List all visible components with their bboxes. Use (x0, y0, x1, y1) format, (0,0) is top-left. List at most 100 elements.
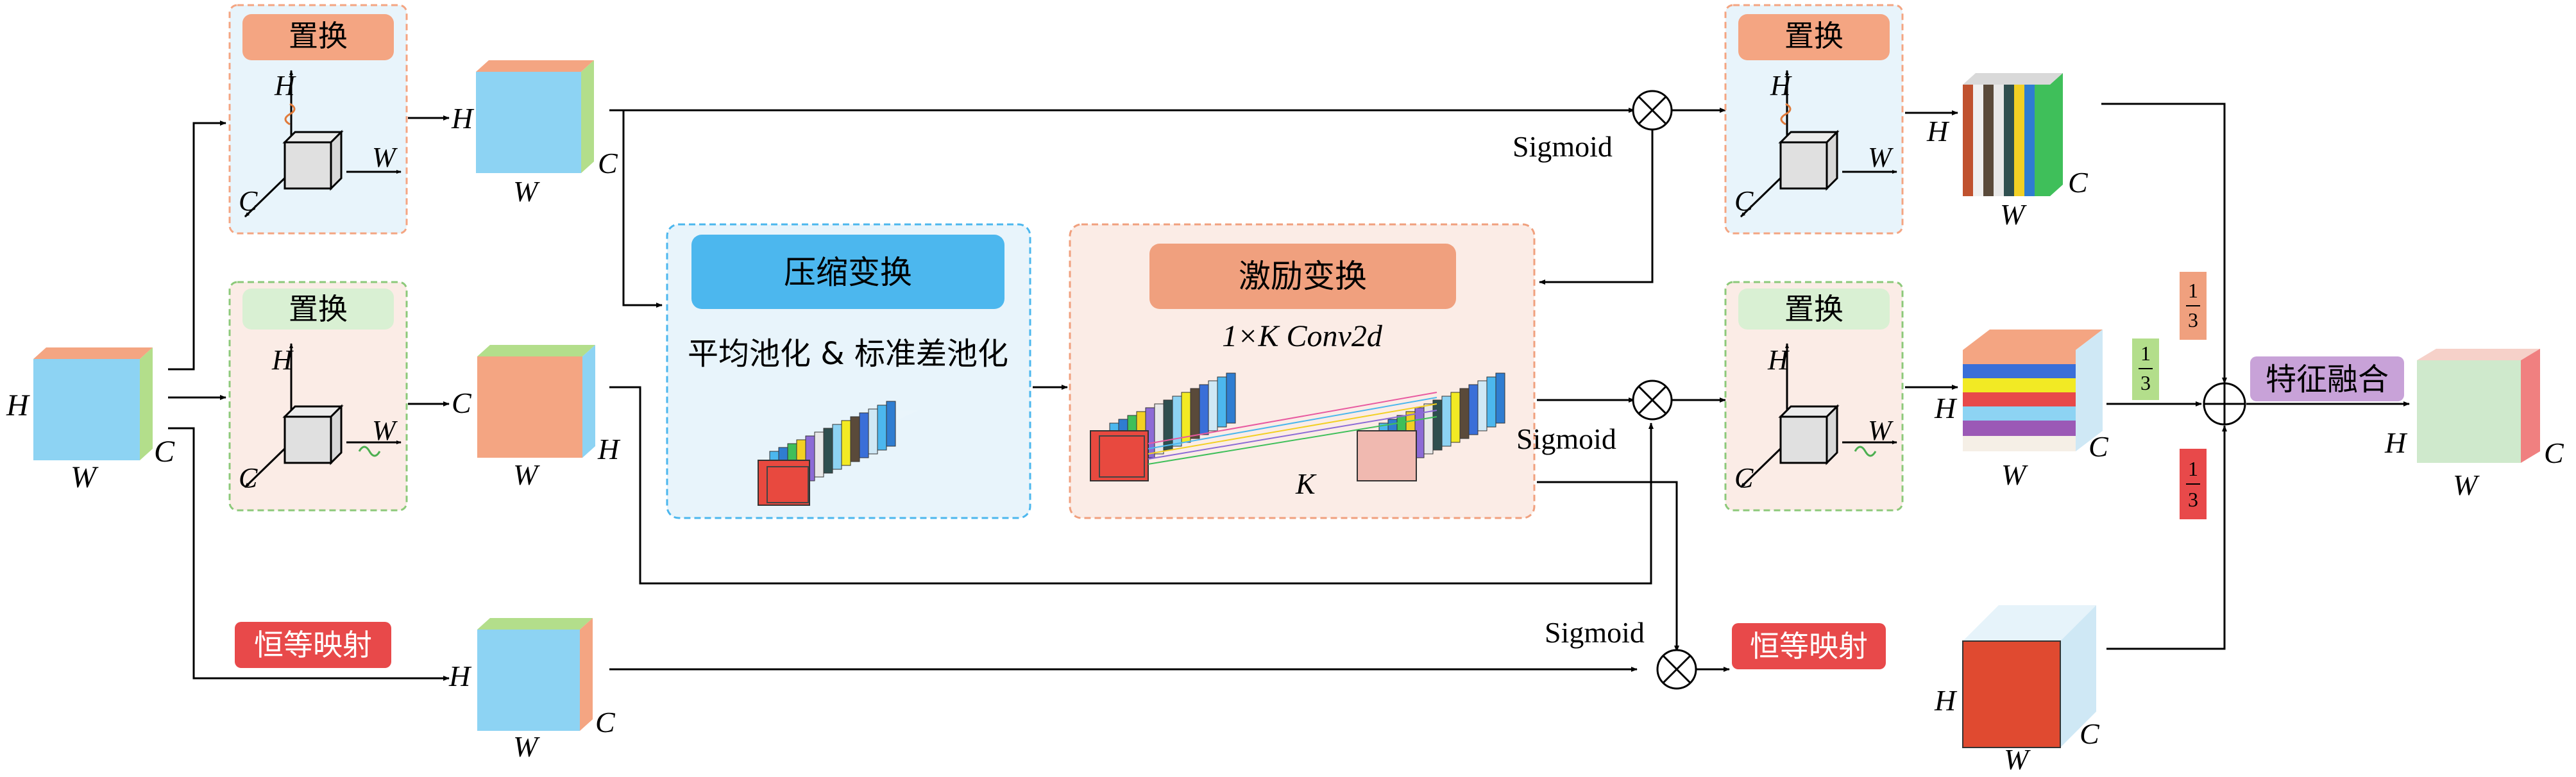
permute-mid-c: C (239, 462, 258, 494)
cube-bot-c: C (595, 706, 616, 739)
channel-slice (1217, 376, 1227, 428)
output-w-label: W (2453, 469, 2480, 501)
channel-slice (1441, 396, 1452, 447)
permute-title-middle-right-text: 置换 (1784, 292, 1843, 326)
channel-slice (1181, 392, 1191, 443)
fusion-tag: 特征融合 (2250, 356, 2404, 401)
flow-lines (609, 103, 2410, 672)
permute-box-middle: 置换 H W C (228, 281, 408, 512)
cube-branch-middle: C W H (452, 345, 621, 491)
input-h-label: H (6, 388, 30, 422)
rotation-arrow-icon (1780, 103, 1792, 126)
pooling-label: 平均池化 & 标准差池化 (688, 336, 1008, 372)
excite-input-stack (1090, 372, 1236, 481)
channel-slice (877, 405, 887, 451)
permute-box-top: 置换 H W C (228, 4, 408, 235)
channel-slice (1226, 372, 1236, 424)
weight-badge-middle: 1 3 (2132, 338, 2159, 400)
cube-bot-w: W (513, 730, 540, 763)
permute-title-top-right-text: 置换 (1784, 19, 1843, 53)
channel-slice (823, 428, 833, 474)
cube-mid-w: W (513, 458, 540, 491)
svg-text:3: 3 (2140, 371, 2151, 394)
permute-top-c: C (239, 185, 258, 217)
squeeze-box: 压缩变换 平均池化 & 标准差池化 (666, 223, 1031, 519)
stack-top-c: C (2068, 166, 2089, 199)
output-stack-middle: H W C (1934, 330, 2109, 491)
channel-slice (1199, 384, 1209, 435)
input-branch-arrows (168, 121, 450, 681)
permute-title-middle (242, 288, 394, 330)
channel-slice (868, 408, 878, 455)
identity-tag-right-text: 恒等映射 (1750, 629, 1868, 664)
permute-box-top-right: 置换 H W C (1724, 4, 1904, 235)
svg-text:1: 1 (2188, 279, 2198, 302)
stack-mid-w: W (2001, 458, 2028, 491)
identity-tag-right: 恒等映射 (1732, 623, 1886, 669)
kernel-connection-lines (1148, 392, 1437, 465)
permute-mid-w: W (372, 415, 398, 446)
k-label: K (1295, 467, 1317, 500)
permute-title-middle-right (1738, 288, 1890, 330)
channel-slice (1495, 372, 1505, 424)
axis-cube-icon (244, 70, 402, 218)
multiply-circle-icon (1632, 380, 1673, 421)
output-c-label: C (2544, 437, 2564, 469)
channel-slice (1450, 392, 1461, 443)
permute-title-top-text: 置换 (289, 19, 348, 53)
cube-top-c: C (598, 147, 618, 180)
sigmoid-label-middle: Sigmoid (1516, 422, 1616, 455)
permute-box-middle-right: 置换 H W C (1724, 281, 1904, 512)
rotation-arrow-icon (284, 103, 296, 126)
channel-slice (841, 420, 851, 466)
permute-out-arrows (408, 115, 450, 406)
excite-output-stack (1357, 372, 1505, 481)
excite-box: 激励变换 1×K Conv2d K (1069, 223, 1536, 519)
cube-branch-bottom: H W C (448, 618, 616, 763)
permute-mr-h: H (1767, 344, 1790, 376)
channel-slice (1477, 380, 1487, 431)
svg-text:3: 3 (2188, 488, 2198, 511)
input-cube: H W C (6, 347, 175, 494)
output-h-label: H (2384, 426, 2408, 459)
cube-top-w: W (513, 175, 540, 208)
stack-bot-h: H (1934, 684, 1958, 717)
permute-tr-h: H (1770, 70, 1792, 101)
sigmoid-label-bottom: Sigmoid (1545, 616, 1645, 649)
axis-cube-icon (1740, 70, 1897, 218)
permute-tr-c: C (1734, 185, 1754, 217)
channel-slice (1459, 388, 1470, 439)
excite-title (1149, 244, 1456, 309)
axis-cube-icon (244, 343, 402, 489)
permute-title-top (242, 14, 394, 60)
stack-bot-w: W (2004, 743, 2031, 776)
channel-slice (1208, 380, 1218, 431)
permute-title-middle-text: 置换 (289, 292, 348, 326)
channel-slice (1468, 384, 1479, 435)
channel-slice (814, 431, 824, 478)
cube-top-h: H (451, 102, 475, 135)
squeeze-title-text: 压缩变换 (784, 254, 912, 291)
cube-bot-h: H (448, 660, 472, 692)
input-c-label: C (154, 435, 175, 469)
multiply-circle-icon (1656, 649, 1697, 690)
fusion-tag-text: 特征融合 (2266, 362, 2389, 397)
sigmoid-label-top: Sigmoid (1513, 130, 1613, 163)
stack-bot-c: C (2080, 717, 2100, 750)
excite-title-text: 激励变换 (1239, 258, 1367, 295)
cube-mid-h: H (597, 433, 621, 465)
conv-label: 1×K Conv2d (1222, 319, 1383, 353)
channel-slice (1163, 399, 1173, 451)
squeeze-title (691, 235, 1004, 309)
stack-mid-c: C (2089, 430, 2109, 463)
channel-slice (832, 424, 842, 470)
permute-top-h: H (274, 70, 296, 101)
stack-top-h: H (1926, 115, 1950, 147)
channel-slice (850, 416, 860, 462)
permute-mid-h: H (271, 344, 294, 376)
permute-title-top-right (1738, 14, 1890, 60)
stack-top-w: W (2000, 198, 2027, 231)
channel-slice (859, 412, 869, 458)
svg-text:1: 1 (2188, 457, 2198, 480)
